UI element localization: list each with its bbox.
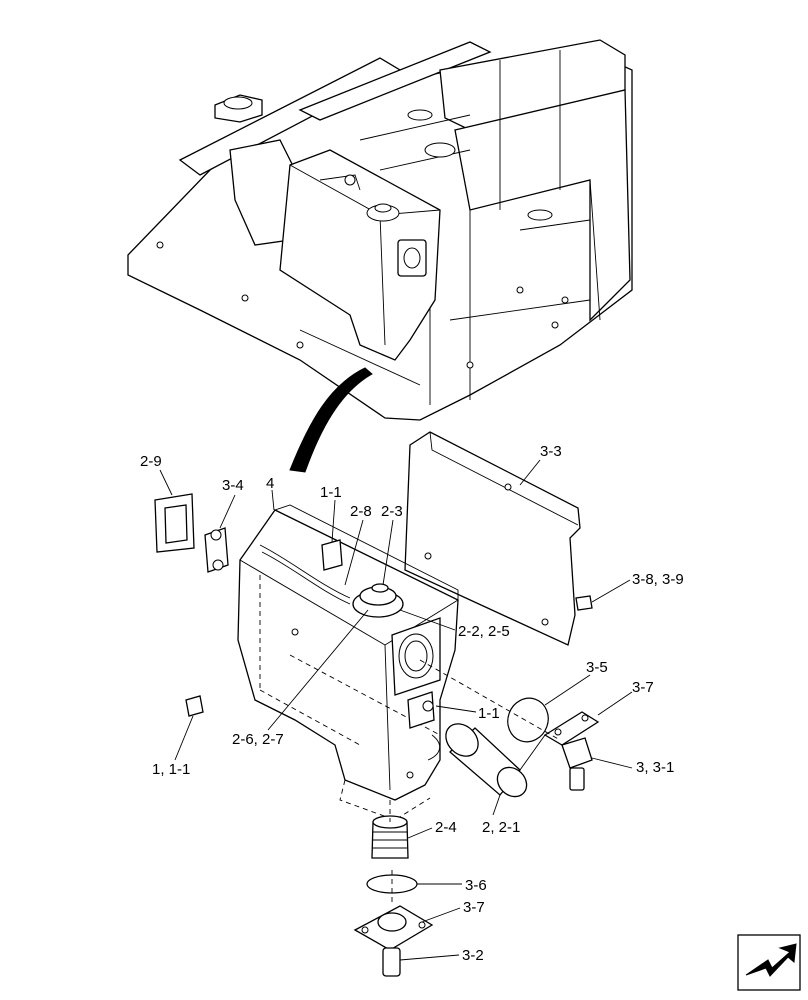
callout-1-1-1: 1, 1-1 [152,761,190,778]
part-3-8-bolt [575,595,593,611]
part-3-5-oring [507,697,549,743]
callout-2-3: 2-3 [381,503,403,520]
part-4-tank [237,504,459,821]
leader-lines [159,459,633,961]
callout-3-7-bottom: 3-7 [463,899,485,916]
callout-3-3-1: 3, 3-1 [636,759,674,776]
callout-2-6-2-7: 2-6, 2-7 [232,731,284,748]
callout-3-8-3-9: 3-8, 3-9 [632,571,684,588]
callout-3-3: 3-3 [540,443,562,460]
callout-2-4: 2-4 [435,819,457,836]
callout-1-1-mid: 1-1 [478,705,500,722]
callout-labels: 2-9 3-4 4 1-1 2-8 2-3 3-3 3-8, 3-9 2-2, … [140,443,684,964]
part-1-bolt [185,695,204,717]
part-3-2-fitting [382,947,401,977]
callout-3-5: 3-5 [586,659,608,676]
callout-4: 4 [266,475,274,492]
callout-3-2: 3-2 [462,947,484,964]
part-3-7-cover [353,905,434,951]
callout-3-7-right: 3-7 [632,679,654,696]
part-2-9-block [154,493,195,553]
callout-2-2-2-5: 2-2, 2-5 [458,623,510,640]
part-3-7-flange [519,711,600,771]
callout-2-2-1: 2, 2-1 [482,819,520,836]
callout-3-4: 3-4 [222,477,244,494]
part-3-sensor [561,737,593,791]
part-2-4-strainer [371,815,409,859]
installed-tank [279,149,441,361]
pointer-arrow [289,367,373,473]
callout-2-8: 2-8 [350,503,372,520]
part-3-4-clamp [204,527,229,573]
callout-1-1-top: 1-1 [320,484,342,501]
callout-2-9: 2-9 [140,453,162,470]
part-2-filter [445,723,528,798]
callout-3-6: 3-6 [465,877,487,894]
return-arrow-icon[interactable] [737,934,801,991]
part-3-3-cover [404,431,581,646]
